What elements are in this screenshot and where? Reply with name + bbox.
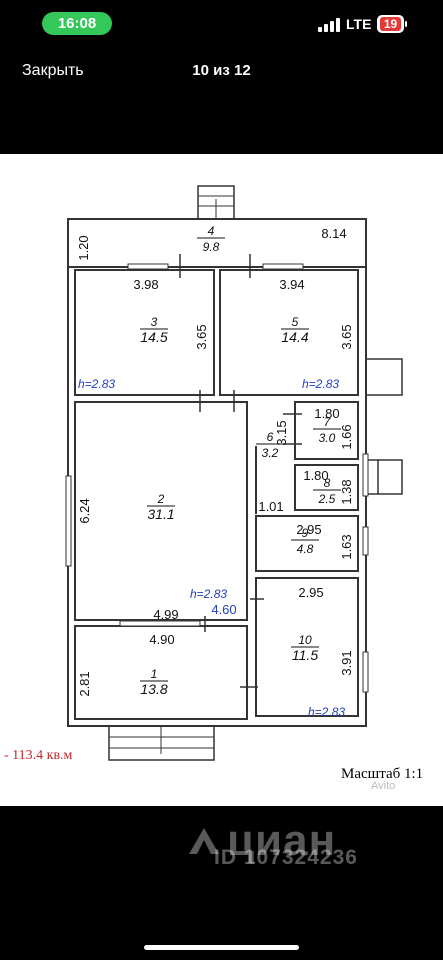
room-area-2: 31.1	[147, 506, 174, 522]
floor-plan-drawing	[65, 185, 403, 761]
room-area-3: 14.5	[140, 329, 167, 345]
dimension-label: 8.14	[321, 226, 346, 241]
dimension-label: 3.65	[339, 324, 354, 349]
dimension-label: 1.01	[258, 499, 283, 514]
ceiling-height-label: h=2.83	[190, 587, 227, 601]
status-bar: 16:08 LTE 19	[0, 0, 443, 50]
room-area-8: 2.5	[318, 492, 336, 506]
scale-text: Масштаб 1:1	[341, 766, 424, 782]
room-number-1: 1	[151, 667, 158, 681]
room-area-4: 9.8	[203, 240, 220, 254]
room-number-7: 7	[324, 415, 332, 429]
dimension-label: 1.38	[339, 479, 354, 504]
room-number-10: 10	[298, 633, 312, 647]
dimension-label: 2.95	[296, 522, 321, 537]
room-area-1: 13.8	[140, 681, 167, 697]
viewer-top-bar: 10 из 12 Закрыть	[0, 52, 443, 92]
dimension-label: 1.63	[339, 534, 354, 559]
dimension-label: 4.90	[149, 632, 174, 647]
room-area-7: 3.0	[319, 431, 336, 445]
room-number-6: 6	[267, 430, 274, 444]
dimension-label: 3.65	[194, 324, 209, 349]
status-time: 16:08	[42, 12, 112, 35]
ceiling-height-label: h=2.83	[78, 377, 115, 391]
dimension-label: 4.99	[153, 607, 178, 622]
room-number-3: 3	[151, 315, 158, 329]
image-counter: 10 из 12	[192, 62, 251, 79]
cian-logo-icon	[189, 828, 219, 854]
room-number-4: 4	[208, 224, 215, 238]
network-type: LTE	[346, 16, 372, 32]
room-area-9: 4.8	[297, 542, 314, 556]
dimension-label: 3.94	[279, 277, 304, 292]
room-area-5: 14.4	[281, 329, 308, 345]
cian-watermark: циан ID 107324236	[0, 806, 443, 896]
battery-level: 19	[380, 17, 401, 31]
avito-watermark: Avito	[371, 780, 396, 792]
room-number-5: 5	[292, 315, 299, 329]
room-number-8: 8	[324, 476, 331, 490]
dimension-label: 1.20	[76, 235, 91, 260]
close-button[interactable]: Закрыть	[22, 62, 84, 79]
dimension-label: 2.95	[298, 585, 323, 600]
room-labels-layer: 49.8314.5514.4231.163.273.082.594.81011.…	[76, 224, 354, 719]
room-area-10: 11.5	[292, 647, 318, 663]
ceiling-height-label: h=2.83	[308, 705, 345, 719]
room-number-9: 9	[302, 526, 309, 540]
dimension-label: 1.80	[303, 468, 328, 483]
dimension-label: 1.66	[339, 424, 354, 449]
battery-icon: 19	[377, 15, 407, 33]
room-number-2: 2	[157, 492, 165, 506]
signal-icon	[318, 18, 342, 32]
dimension-label: 3.98	[133, 277, 158, 292]
dimension-label: 6.24	[77, 498, 92, 523]
dimension-label: 4.60	[211, 602, 236, 617]
total-area-text: - 113.4 кв.м	[4, 748, 73, 763]
dimension-label: 3.15	[274, 420, 289, 445]
cian-id: ID 107324236	[214, 846, 358, 869]
home-indicator[interactable]	[144, 945, 299, 950]
dimension-label: 1.80	[314, 406, 339, 421]
room-area-6: 3.2	[262, 446, 279, 460]
ceiling-height-label: h=2.83	[302, 377, 339, 391]
cian-brand: циан	[227, 816, 337, 865]
dimension-label: 3.91	[339, 650, 354, 675]
dimension-label: 2.81	[77, 671, 92, 696]
